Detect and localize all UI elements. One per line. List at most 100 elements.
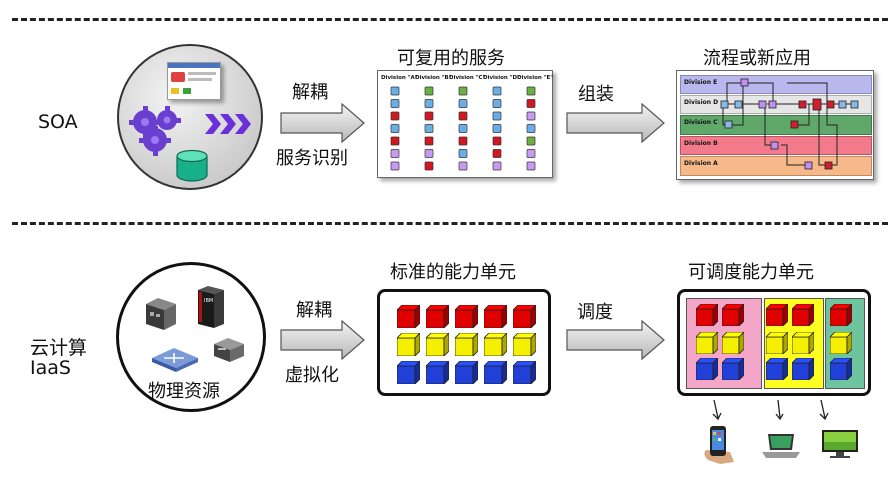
lane-label: Division C: [684, 119, 718, 126]
capacity-unit-cube: [766, 304, 788, 326]
laptop-icon: [762, 434, 800, 458]
service-block: [492, 161, 502, 171]
capacity-unit-cube: [696, 358, 718, 380]
dashboard-thumbnail: [167, 62, 221, 100]
schedulable-units-title: 可调度能力单元: [688, 262, 814, 283]
service-block: [492, 99, 502, 108]
ibm-label: IBM: [204, 298, 213, 304]
lane-division-c: Division C: [680, 115, 872, 135]
service-block: [458, 99, 468, 108]
capacity-unit-cube: [696, 332, 718, 354]
capacity-unit-cube: [455, 361, 478, 384]
capacity-unit-cube: [722, 358, 744, 380]
soa-label: SOA: [38, 111, 78, 133]
service-block: [526, 136, 536, 146]
service-block: [458, 136, 468, 146]
lane-division-a: Division A: [680, 156, 872, 176]
virtualize-label: 虚拟化: [285, 365, 339, 386]
service-block: [492, 124, 502, 133]
soa-circle: [115, 42, 265, 192]
reusable-services-title: 可复用的服务: [397, 48, 505, 69]
service-block: [526, 161, 536, 171]
service-block: [492, 111, 502, 121]
service-block: [492, 136, 502, 146]
capacity-unit-cube: [426, 305, 449, 328]
service-block: [424, 99, 434, 108]
standard-units-title: 标准的能力单元: [390, 262, 516, 283]
schedulable-units-panel: [677, 289, 871, 396]
capacity-unit-cube: [792, 358, 814, 380]
decouple-arrow-bottom: [280, 320, 365, 360]
capacity-unit-cube: [766, 358, 788, 380]
service-block: [526, 111, 536, 121]
service-block: [424, 124, 434, 133]
physical-resources-label: 物理资源: [148, 381, 220, 402]
cloud-label: 云计算: [30, 337, 88, 359]
storage-icon: [214, 338, 244, 362]
service-block: [458, 161, 468, 171]
service-block: [390, 86, 400, 96]
service-block: [390, 161, 400, 171]
service-block: [526, 149, 536, 158]
physical-resources-circle: [116, 262, 266, 412]
service-block: [424, 136, 434, 146]
capacity-unit-cube: [484, 305, 507, 328]
device-arrows: [712, 399, 829, 421]
middle-separator: [12, 222, 888, 225]
capacity-unit-cube: [426, 361, 449, 384]
gears-icon: [129, 104, 185, 160]
capacity-unit-cube: [484, 333, 507, 356]
tv-icon: [822, 430, 858, 458]
capacity-unit-cube: [455, 305, 478, 328]
schedule-label: 调度: [577, 302, 613, 323]
capacity-unit-cube: [722, 304, 744, 326]
capacity-unit-cube: [513, 333, 536, 356]
division-header: Division "D": [483, 75, 520, 81]
top-separator: [12, 18, 888, 21]
process-title: 流程或新应用: [703, 48, 811, 69]
assemble-label: 组装: [578, 84, 614, 105]
capacity-unit-cube: [484, 361, 507, 384]
chevron-arrows-icon: [205, 114, 253, 138]
service-block: [390, 124, 400, 133]
decouple-label-bottom: 解耦: [296, 300, 332, 321]
capacity-unit-cube: [513, 305, 536, 328]
division-header: Division "E": [517, 75, 554, 81]
service-block: [526, 124, 536, 133]
capacity-unit-cube: [397, 305, 420, 328]
lane-label: Division A: [684, 160, 718, 167]
capacity-unit-cube: [455, 333, 478, 356]
capacity-unit-cube: [766, 332, 788, 354]
ibm-server-icon: IBM: [198, 286, 224, 328]
service-block: [424, 86, 434, 96]
capacity-unit-cube: [426, 333, 449, 356]
service-block: [390, 149, 400, 158]
service-block: [424, 111, 434, 121]
smartphone-icon: [704, 426, 734, 464]
capacity-unit-cube: [830, 304, 852, 326]
process-panel: Division E Division D Division C Divisio…: [676, 70, 874, 180]
process-flow: [720, 78, 859, 170]
capacity-unit-cube: [397, 361, 420, 384]
iaas-label: IaaS: [30, 357, 71, 379]
decouple-label-top: 解耦: [292, 82, 328, 103]
network-switch-icon: [152, 348, 198, 372]
lane-division-e: Division E: [680, 75, 872, 94]
capacity-unit-cube: [696, 304, 718, 326]
service-block: [458, 124, 468, 133]
capacity-unit-cube: [830, 332, 852, 354]
capacity-unit-cube: [792, 304, 814, 326]
service-block: [492, 86, 502, 96]
service-block: [424, 161, 434, 171]
service-block: [458, 111, 468, 121]
database-icon: [175, 149, 209, 186]
service-block: [424, 149, 434, 158]
capacity-unit-cube: [513, 361, 536, 384]
lane-label: Division E: [684, 79, 718, 86]
service-block: [390, 136, 400, 146]
assemble-arrow: [566, 103, 665, 143]
capacity-unit-cube: [397, 333, 420, 356]
service-block: [458, 149, 468, 158]
lane-label: Division B: [684, 140, 718, 147]
service-block: [492, 149, 502, 158]
